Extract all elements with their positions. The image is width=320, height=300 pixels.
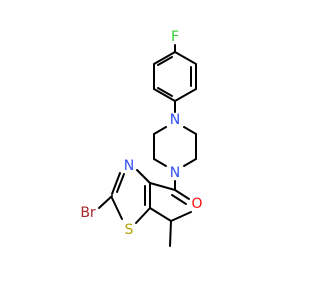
bond: [183, 158, 197, 167]
bond-double: [116, 173, 125, 193]
bond: [111, 172, 121, 195]
bond-ipr-me2: [169, 220, 172, 247]
bond: [153, 88, 176, 102]
bond-inner: [157, 87, 173, 97]
bond: [135, 207, 151, 224]
atom-nitrogen-top: N: [170, 112, 180, 128]
atom-sulfur: S: [125, 222, 134, 238]
bond: [153, 158, 167, 167]
bond-co: [174, 189, 190, 200]
atom-fluorine: F: [171, 29, 179, 45]
bond-inner: [157, 56, 173, 66]
structure-diagram: F N N O N Br S: [80, 29, 203, 247]
piperazine-ring: [153, 126, 197, 167]
bond: [183, 126, 197, 135]
bond-ipr-me1: [170, 211, 192, 222]
atom-nitrogen-bottom: N: [170, 165, 180, 181]
bond-carbonyl-c4: [149, 182, 176, 191]
bond: [111, 197, 123, 220]
bond-co-2: [171, 194, 187, 205]
bond-cbr: [98, 195, 113, 209]
atom-oxygen: O: [191, 196, 202, 212]
bond: [174, 88, 197, 102]
bond-ipr: [149, 207, 172, 222]
atom-bromine: Br: [80, 205, 96, 221]
bond: [153, 51, 176, 65]
bond: [136, 169, 151, 184]
thiazole-ring: [111, 169, 151, 224]
bond: [174, 51, 197, 65]
bond: [153, 126, 167, 135]
molecule-svg: F N N O N Br S: [80, 29, 203, 247]
benzene-ring: [153, 51, 197, 102]
atom-nitrogen-thiazole: N: [124, 158, 134, 174]
